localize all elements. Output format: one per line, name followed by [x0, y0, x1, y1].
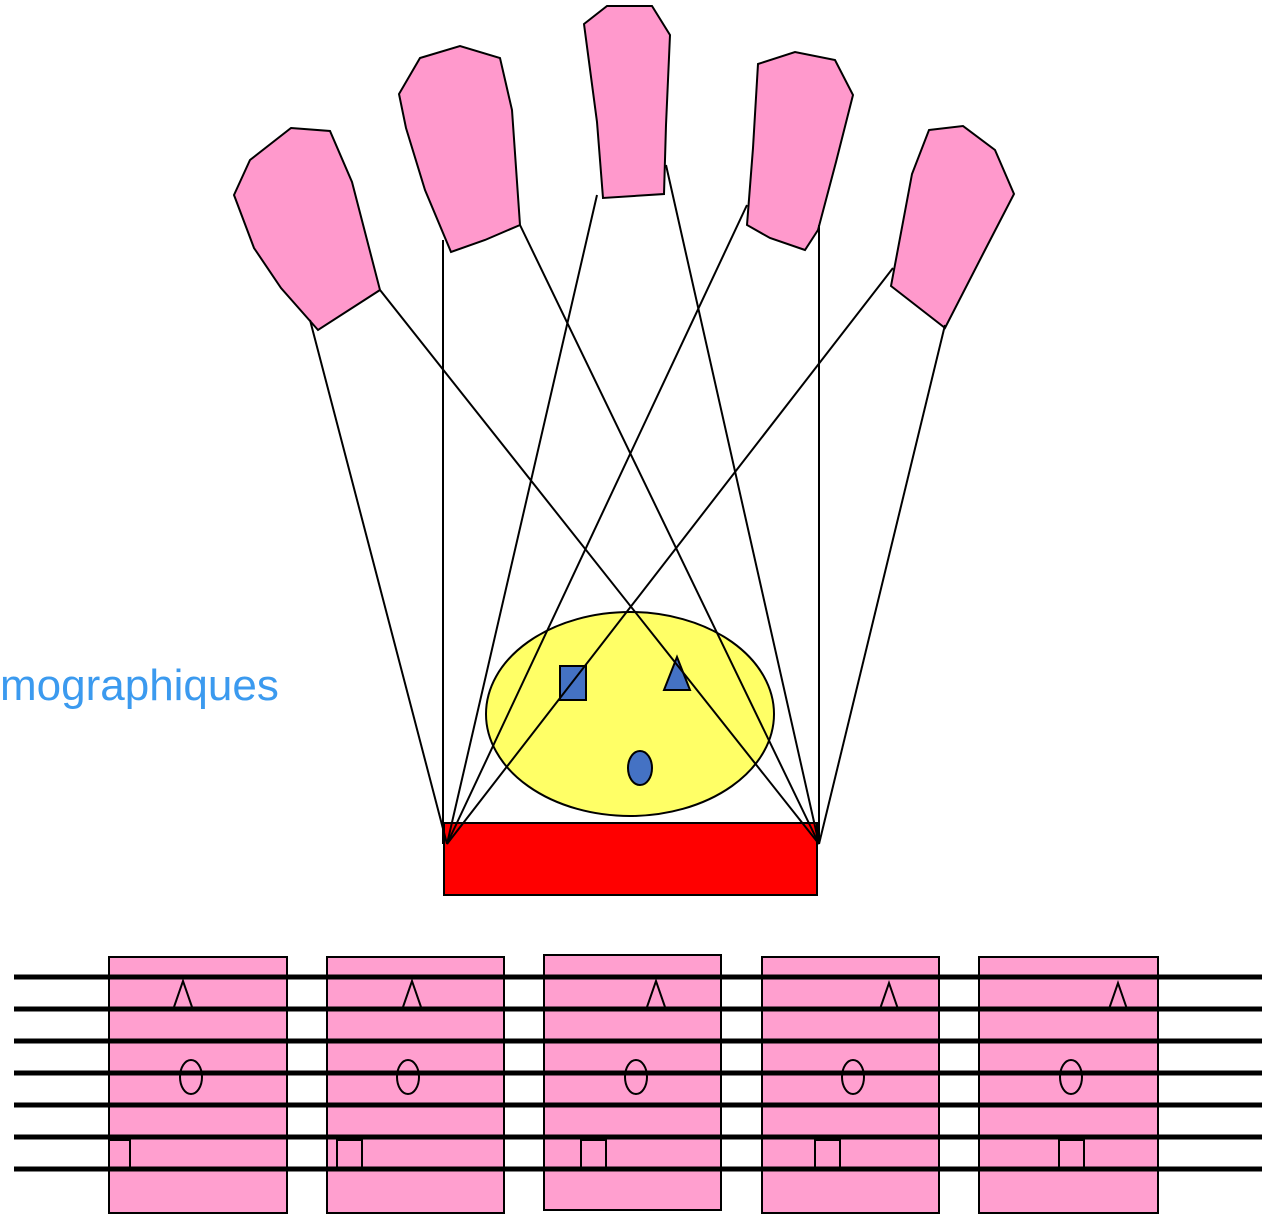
projection-2: [326, 956, 505, 1214]
projection-rays: [309, 164, 946, 845]
circle-outline-icon: [396, 1059, 420, 1095]
triangle-outline-icon: [646, 977, 666, 1008]
detector-1: [232, 126, 382, 332]
ray: [519, 224, 820, 845]
square-outline-icon: [814, 1139, 841, 1171]
source-bar: [443, 822, 818, 896]
projection-4: [761, 956, 940, 1214]
ray: [446, 194, 598, 845]
square-outline-icon: [336, 1139, 363, 1171]
detector-fan: [232, 5, 1016, 332]
circle-outline-icon: [841, 1059, 865, 1095]
triangle-outline-icon: [878, 979, 900, 1010]
scan-lines: [14, 974, 1262, 1172]
square-outline-icon: [108, 1139, 131, 1171]
projection-1: [108, 956, 288, 1214]
ray: [818, 324, 946, 845]
projection-3: [543, 954, 722, 1211]
object-ellipse: [485, 611, 775, 817]
circle-outline-icon: [1059, 1059, 1083, 1095]
circle-outline-icon: [179, 1059, 203, 1095]
circle-outline-icon: [624, 1059, 648, 1095]
projection-panels: [108, 954, 1159, 1214]
ray: [309, 319, 448, 845]
detector-5: [889, 124, 1016, 330]
ray: [665, 164, 820, 845]
triangle-outline-icon: [1107, 979, 1129, 1010]
projected-symbols: [108, 977, 1129, 1171]
projection-5: [978, 956, 1159, 1214]
ray: [379, 289, 820, 845]
ray: [446, 267, 894, 845]
triangle-outline-icon: [173, 977, 193, 1008]
ray: [446, 204, 748, 845]
triangle-outline-icon: [402, 977, 422, 1008]
square-outline-icon: [1058, 1139, 1085, 1171]
detector-2: [397, 44, 522, 254]
circle-icon: [627, 750, 653, 786]
detector-3: [582, 5, 672, 200]
caption-text: mographiques: [0, 661, 279, 710]
square-outline-icon: [580, 1139, 607, 1171]
scanned-object: [485, 611, 775, 817]
detector-4: [745, 50, 855, 252]
